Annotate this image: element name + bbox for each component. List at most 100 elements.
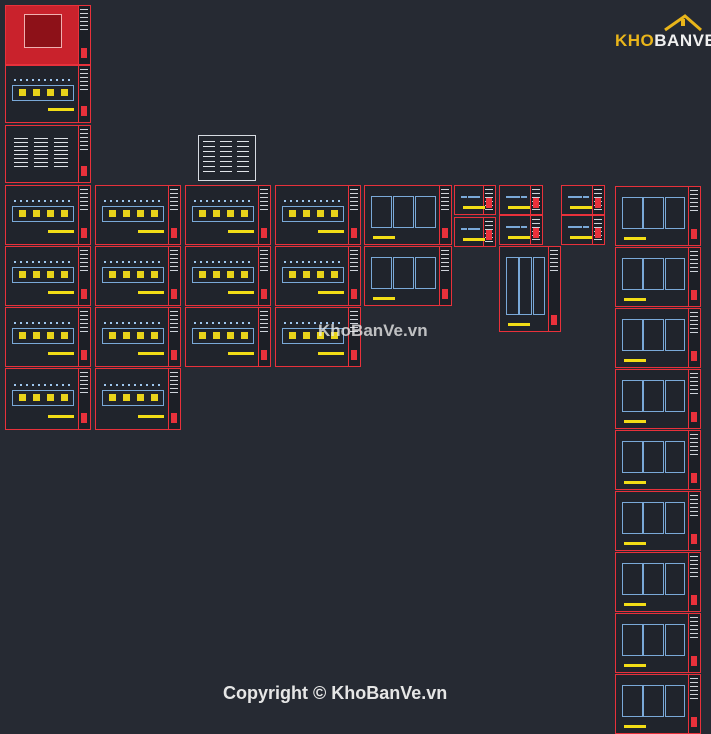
drawing-sheet[interactable] (615, 308, 701, 368)
drawing-sheet[interactable] (499, 246, 561, 332)
notes-sheet[interactable] (198, 135, 256, 181)
floor-plan-drawing (102, 390, 164, 406)
khobanve-logo: KHOBANVE (615, 14, 711, 54)
drawing-sheet[interactable] (95, 185, 181, 245)
drawing-sheet[interactable] (95, 307, 181, 367)
sheet-label-bar (624, 725, 646, 728)
sheet-label-bar (508, 236, 530, 239)
drawing-sheet[interactable] (615, 186, 701, 246)
drawing-sheet[interactable] (364, 185, 452, 245)
title-block (592, 186, 604, 214)
note-text-line (54, 158, 68, 159)
drawing-sheet[interactable] (275, 185, 361, 245)
drawing-sheet[interactable] (615, 613, 701, 673)
note-text-line (14, 138, 28, 139)
note-text-line (220, 151, 232, 152)
drawing-sheet[interactable] (615, 491, 701, 551)
sheet-label-bar (138, 291, 164, 294)
title-block (688, 370, 700, 428)
detail-drawing (664, 380, 686, 412)
note-text-line (14, 150, 28, 151)
drawing-sheet[interactable] (454, 217, 496, 247)
detail-drawing (520, 226, 528, 228)
logo-text-kho: KHO (615, 31, 655, 50)
title-block (688, 248, 700, 306)
detail-drawing (371, 257, 393, 289)
sheet-label-bar (624, 542, 646, 545)
note-text-line (220, 171, 232, 172)
detail-drawing (393, 196, 415, 228)
drawing-sheet[interactable] (499, 185, 543, 215)
sheet-label-bar (138, 352, 164, 355)
drawing-sheet[interactable] (185, 185, 271, 245)
drawing-sheet[interactable] (275, 307, 361, 367)
sheet-label-bar (228, 230, 254, 233)
detail-drawing (461, 228, 467, 230)
floor-plan-drawing (102, 267, 164, 283)
logo-text: KHOBANVE (615, 31, 711, 51)
note-text-line (237, 156, 249, 157)
title-block (548, 247, 560, 331)
logo-text-banve: BANVE (654, 31, 711, 50)
drawing-sheet[interactable] (5, 125, 91, 183)
drawing-sheet[interactable] (5, 246, 91, 306)
drawing-sheet[interactable] (5, 5, 91, 65)
drawing-sheet[interactable] (615, 552, 701, 612)
sheet-label-bar (463, 238, 485, 241)
detail-drawing (513, 196, 520, 198)
drawing-sheet[interactable] (561, 185, 605, 215)
sheet-label-bar (138, 230, 164, 233)
cover-table (24, 14, 62, 48)
drawing-sheet[interactable] (615, 247, 701, 307)
drawing-sheet[interactable] (615, 674, 701, 734)
note-text-line (54, 142, 68, 143)
note-text-line (220, 166, 232, 167)
drawing-sheet[interactable] (95, 246, 181, 306)
detail-drawing (415, 257, 437, 289)
note-text-line (220, 141, 232, 142)
drawing-sheet[interactable] (5, 65, 91, 123)
note-text-line (237, 146, 249, 147)
floor-plan-drawing (282, 328, 344, 344)
detail-drawing (575, 226, 582, 228)
detail-drawing (643, 380, 664, 412)
floor-plan-drawing (12, 328, 74, 344)
drawing-sheet[interactable] (185, 246, 271, 306)
detail-drawing (643, 319, 664, 351)
drawing-sheet[interactable] (5, 185, 91, 245)
note-text-line (34, 162, 48, 163)
detail-drawing (371, 196, 393, 228)
drawing-sheet[interactable] (364, 246, 452, 306)
detail-drawing (582, 226, 590, 228)
drawing-sheet[interactable] (454, 185, 496, 215)
sheet-label-bar (463, 206, 485, 209)
detail-drawing (643, 624, 664, 656)
note-text-line (220, 156, 232, 157)
sheet-label-bar (318, 291, 344, 294)
detail-drawing (415, 196, 437, 228)
drawing-sheet[interactable] (275, 246, 361, 306)
drawing-sheet[interactable] (5, 368, 91, 430)
floor-plan-drawing (102, 206, 164, 222)
drawing-sheet[interactable] (499, 215, 543, 245)
floor-plan-drawing (12, 85, 74, 101)
sheet-label-bar (373, 236, 395, 239)
note-text-line (34, 166, 48, 167)
drawing-sheet[interactable] (615, 369, 701, 429)
drawing-sheet[interactable] (95, 368, 181, 430)
drawing-sheet[interactable] (185, 307, 271, 367)
title-block (483, 218, 495, 246)
floor-plan-drawing (102, 328, 164, 344)
note-text-line (237, 171, 249, 172)
title-block (78, 308, 90, 366)
note-text-line (220, 146, 232, 147)
detail-drawing (506, 196, 513, 198)
detail-drawing (664, 258, 686, 290)
floor-plan-drawing (12, 206, 74, 222)
drawing-sheet[interactable] (561, 215, 605, 245)
sheet-label-bar (624, 298, 646, 301)
title-block (348, 186, 360, 244)
drawing-sheet[interactable] (615, 430, 701, 490)
note-text-line (203, 166, 215, 167)
drawing-sheet[interactable] (5, 307, 91, 367)
